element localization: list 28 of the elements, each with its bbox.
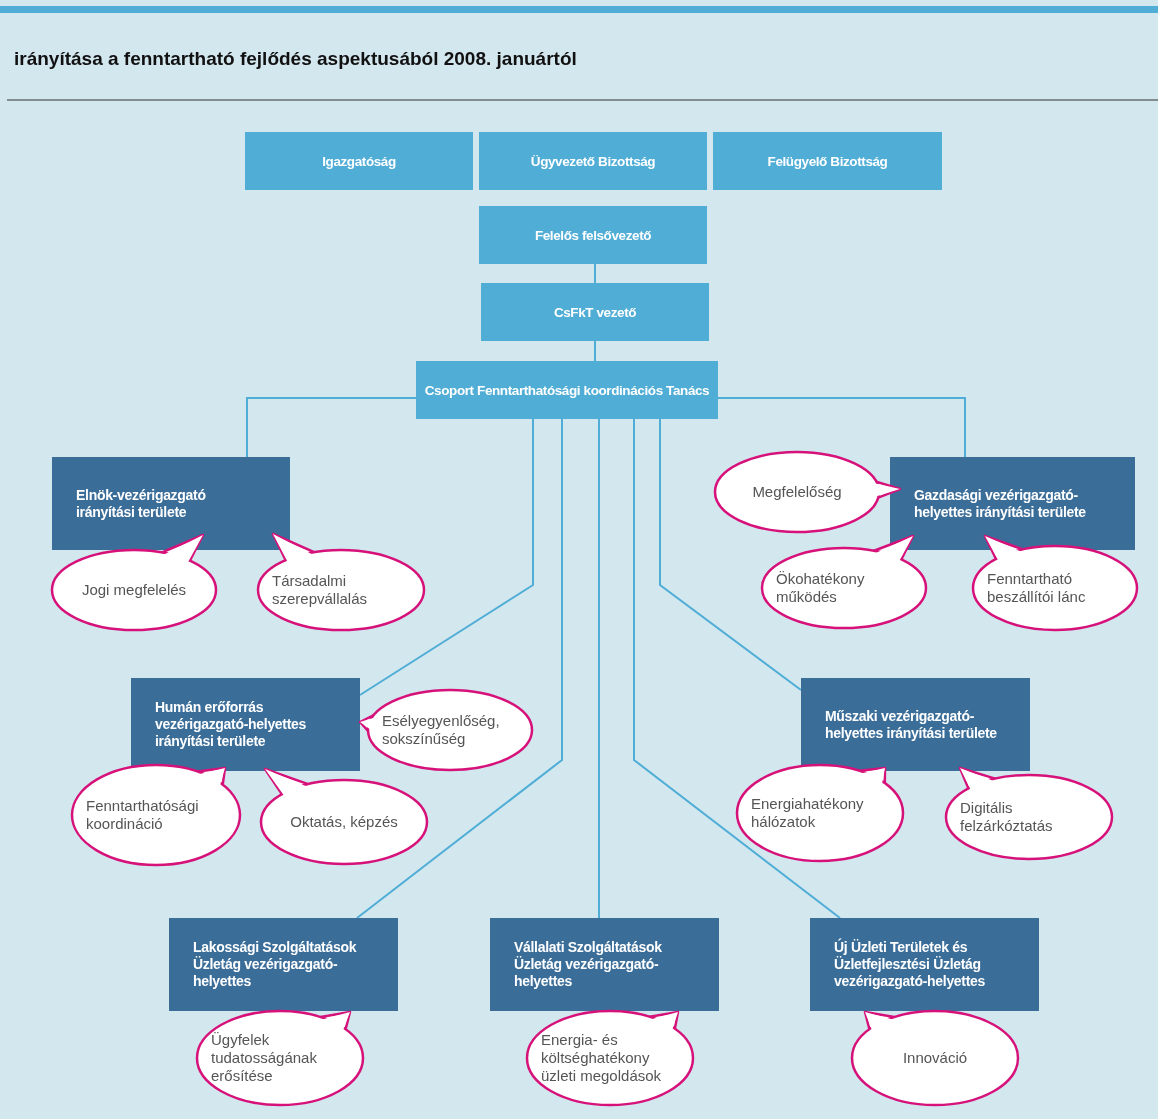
org-box: Csoport Fenntarthatósági koordinációs Tanács [416,361,718,419]
org-box: Ügyvezető Bizottság [479,132,707,190]
connector-line [659,418,802,691]
speech-bubble: Ügyfelek tudatosságának erősítése [195,1009,365,1107]
org-box: Igazgatóság [245,132,473,190]
speech-bubble: Innováció [850,1009,1020,1107]
org-unit-box: Új Üzleti Területek és Üzletfejlesztési Üzletág vezérigazgató-helyettes [810,918,1039,1011]
speech-bubble: Energiahatékony hálózatok [735,763,905,863]
connector-line [598,418,600,919]
connector-line [359,418,534,696]
connector-line [717,397,966,458]
org-unit-box: Műszaki vezérigazgató-helyettes irányítási területe [801,678,1030,771]
diagram-title: irányítása a fenntartható fejlődés aspektusából 2008. januártól [14,48,577,70]
speech-bubble: Fenntarthatósági koordináció [70,763,242,867]
org-unit-box: Humán erőforrás vezérigazgató-helyettes irányítási területe [131,678,360,771]
connector-line [633,418,841,919]
org-unit-box: Gazdasági vezérigazgató-helyettes irányítási területe [890,457,1135,550]
org-box: Felügyelő Bizottság [713,132,942,190]
connector-line [356,418,563,919]
connector-line [594,263,596,284]
org-unit-box: Lakossági Szolgáltatások Üzletág vezérigazgató-helyettes [169,918,398,1011]
org-unit-box: Elnök-vezérigazgató irányítási területe [52,457,290,550]
org-box: Felelős felsővezető [479,206,707,264]
connector-line [246,397,417,458]
speech-bubble: Energia- és költséghatékony üzleti megoldások [525,1009,695,1107]
connector-line [594,340,596,362]
org-unit-box: Vállalati Szolgáltatások Üzletág vezérigazgató-helyettes [490,918,719,1011]
org-box: CsFkT vezető [481,283,709,341]
